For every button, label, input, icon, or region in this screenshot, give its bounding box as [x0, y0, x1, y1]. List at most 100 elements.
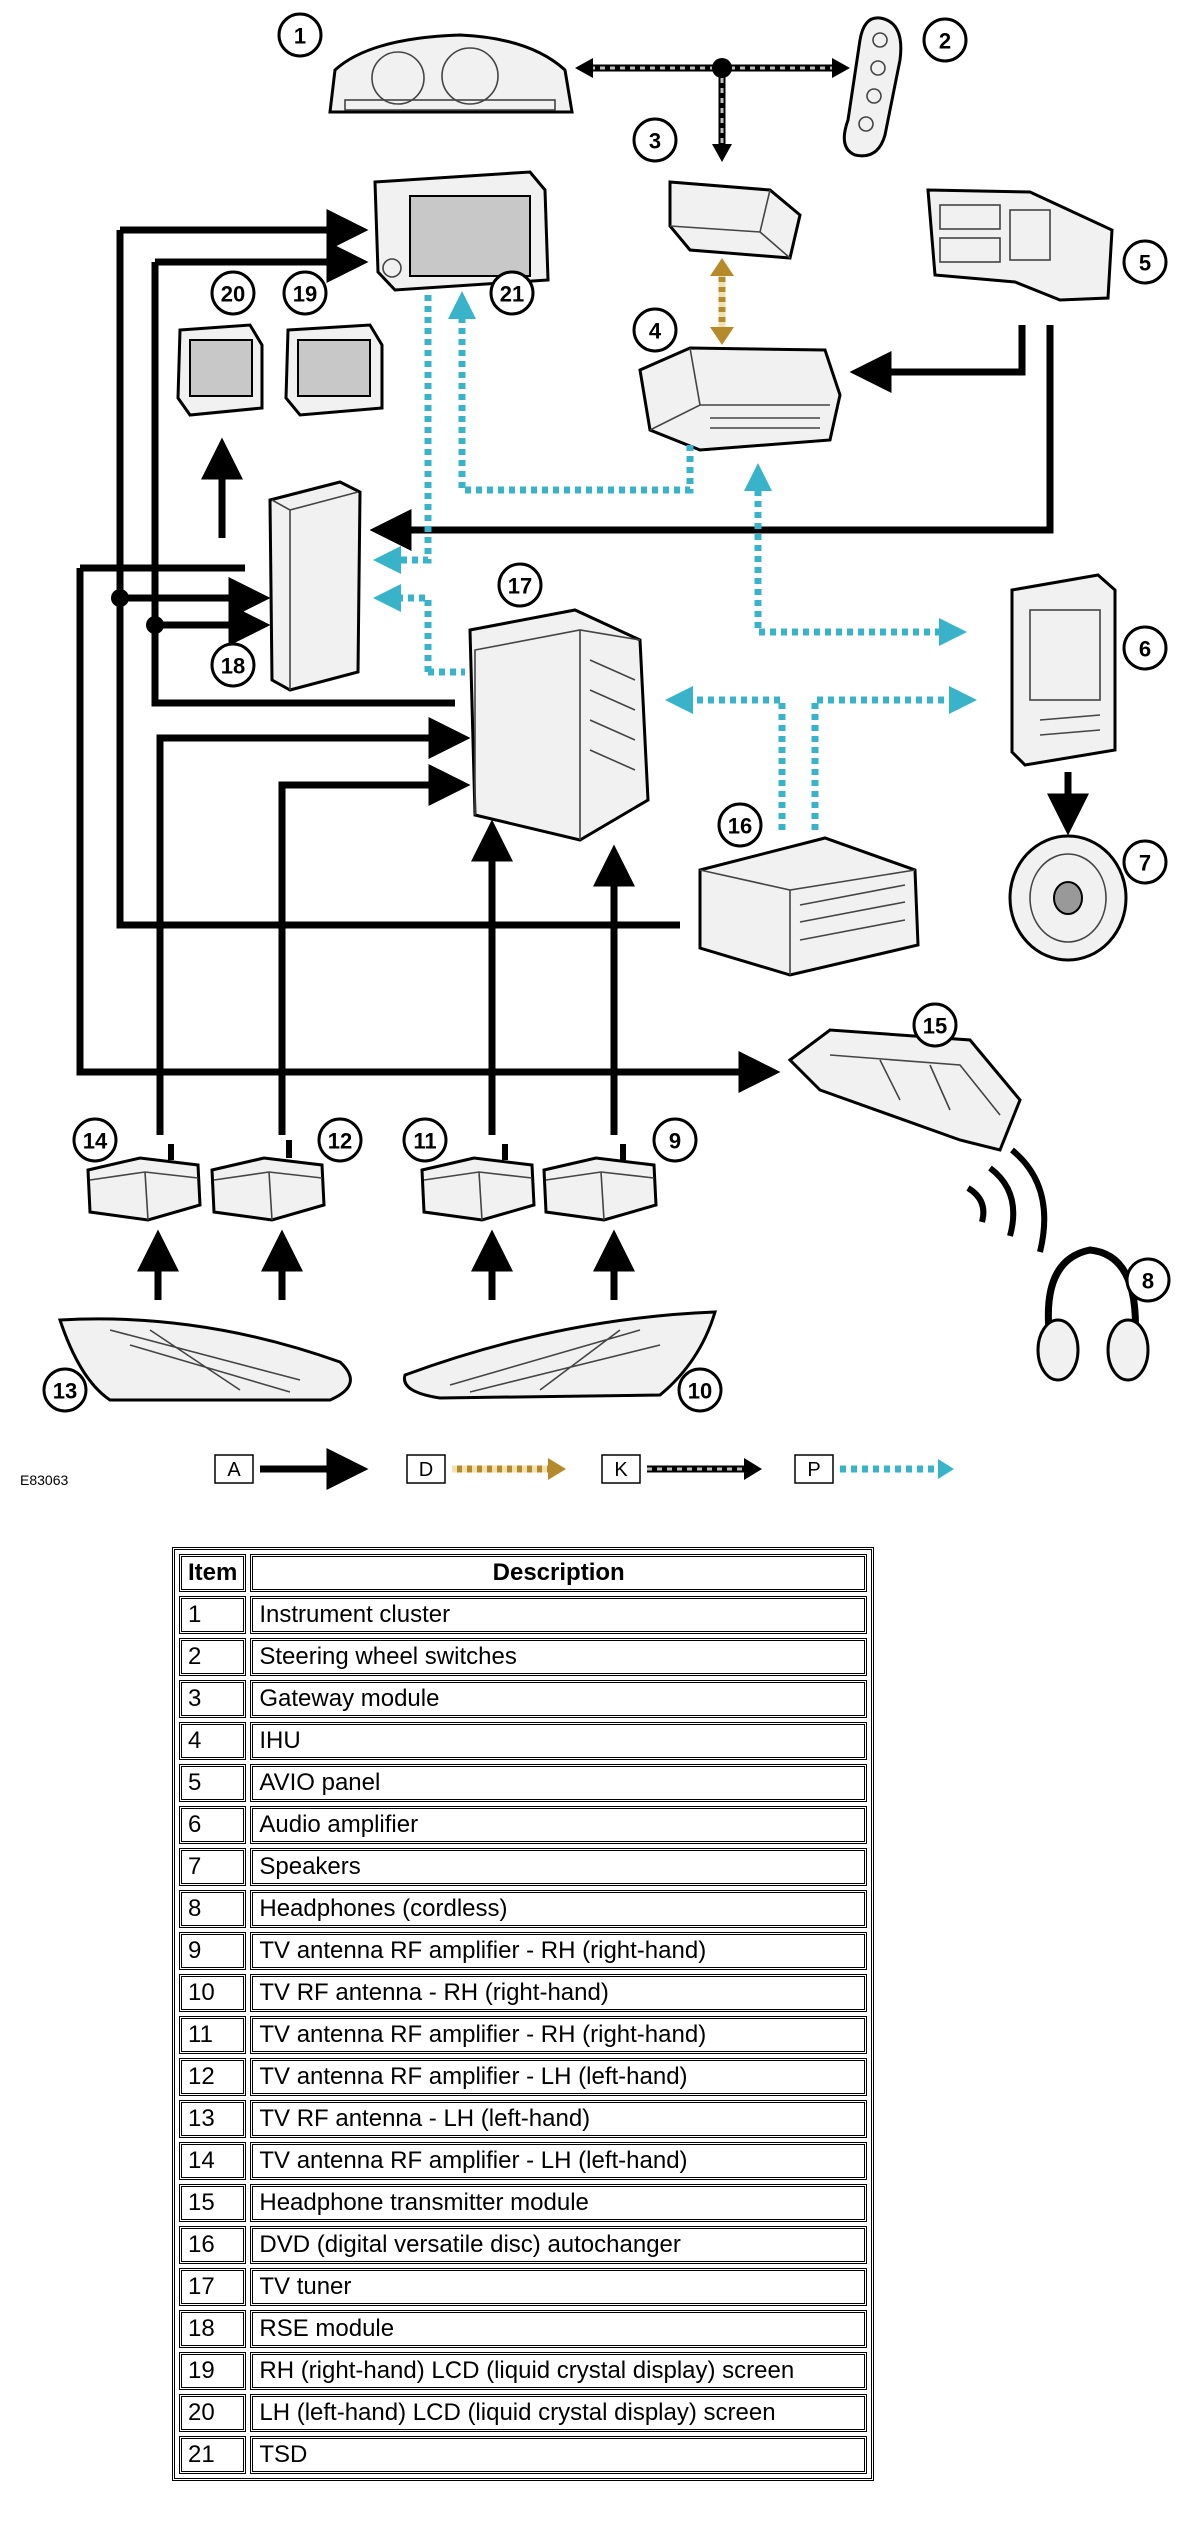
item-number-cell: 21 [179, 2436, 247, 2474]
description-cell: TSD [250, 2436, 867, 2474]
callout-18: 18 [210, 642, 256, 688]
description-cell: Headphone transmitter module [250, 2184, 867, 2222]
description-cell: AVIO panel [250, 1764, 867, 1802]
callout-15: 15 [912, 1002, 958, 1048]
callout-13: 13 [42, 1367, 88, 1413]
svg-text:K: K [614, 1459, 628, 1481]
svg-text:10: 10 [688, 1379, 712, 1404]
description-cell: LH (left-hand) LCD (liquid crystal displ… [250, 2394, 867, 2432]
wireless-waves [966, 1147, 1048, 1253]
rh-lcd-screen-drawing [284, 323, 384, 417]
callout-6: 6 [1122, 625, 1168, 671]
description-cell: TV antenna RF amplifier - LH (left-hand) [250, 2058, 867, 2096]
item-number-cell: 16 [179, 2226, 247, 2264]
item-number-cell: 4 [179, 1722, 247, 1760]
item-number-cell: 13 [179, 2100, 247, 2138]
audio-amplifier-drawing [1010, 573, 1117, 767]
svg-text:14: 14 [83, 1129, 108, 1154]
svg-text:21: 21 [500, 282, 524, 307]
legend-a: A [214, 1448, 369, 1490]
description-cell: RH (right-hand) LCD (liquid crystal disp… [250, 2352, 867, 2390]
item-number-cell: 5 [179, 1764, 247, 1802]
description-cell: TV RF antenna - RH (right-hand) [250, 1974, 867, 2012]
callout-19: 19 [282, 270, 328, 316]
item-number-cell: 9 [179, 1932, 247, 1970]
description-cell: Steering wheel switches [250, 1638, 867, 1676]
svg-text:6: 6 [1139, 637, 1151, 662]
callout-17: 17 [497, 562, 543, 608]
tsd-drawing [373, 170, 550, 292]
legend-p: P [794, 1454, 954, 1484]
speaker-drawing [1008, 834, 1128, 962]
svg-text:D: D [419, 1459, 433, 1481]
svg-text:12: 12 [328, 1129, 352, 1154]
callout-16: 16 [717, 802, 763, 848]
item-number-cell: 14 [179, 2142, 247, 2180]
headphone-transmitter-drawing [787, 1028, 1022, 1152]
item-number-cell: 3 [179, 1680, 247, 1718]
svg-text:20: 20 [221, 282, 245, 307]
description-cell: TV antenna RF amplifier - LH (left-hand) [250, 2142, 867, 2180]
description-cell: Instrument cluster [250, 1596, 867, 1634]
svg-text:18: 18 [221, 654, 245, 679]
legend-k: K [601, 1454, 762, 1484]
description-cell: RSE module [250, 2310, 867, 2348]
svg-text:3: 3 [649, 129, 661, 154]
item-number-cell: 15 [179, 2184, 247, 2222]
callout-10: 10 [677, 1367, 723, 1413]
description-cell: Gateway module [250, 1680, 867, 1718]
item-number-cell: 12 [179, 2058, 247, 2096]
wire-k-cluster-sw [575, 58, 850, 162]
svg-text:9: 9 [669, 1129, 681, 1154]
callout-3: 3 [632, 117, 678, 163]
callout-1: 1 [277, 12, 323, 58]
callout-11: 11 [402, 1117, 448, 1163]
figure-reference-id: E83063 [20, 1472, 69, 1488]
svg-text:15: 15 [923, 1014, 947, 1039]
callout-14: 14 [72, 1117, 118, 1163]
callout-21: 21 [489, 270, 535, 316]
item-number-cell: 18 [179, 2310, 247, 2348]
svg-text:2: 2 [939, 29, 951, 54]
callout-7: 7 [1122, 839, 1168, 885]
item-number-cell: 19 [179, 2352, 247, 2390]
description-column-header: Description [250, 1554, 867, 1592]
rse-module-drawing [268, 480, 362, 692]
rf-amplifier-14-drawing [86, 1144, 202, 1222]
wires-a [76, 209, 1089, 1300]
svg-text:P: P [807, 1459, 820, 1481]
svg-text:7: 7 [1139, 851, 1151, 876]
legend: A D K P [214, 1448, 954, 1490]
legend-d: D [406, 1454, 566, 1484]
svg-text:13: 13 [53, 1379, 77, 1404]
svg-text:1: 1 [294, 24, 306, 49]
callout-9: 9 [652, 1117, 698, 1163]
dvd-autochanger-drawing [698, 836, 920, 977]
wires-p [373, 291, 977, 830]
instrument-cluster-drawing [328, 33, 574, 114]
svg-text:4: 4 [649, 319, 662, 344]
description-cell: TV antenna RF amplifier - RH (right-hand… [250, 1932, 867, 1970]
rf-amplifier-11-drawing [420, 1144, 536, 1222]
description-cell: IHU [250, 1722, 867, 1760]
svg-text:5: 5 [1139, 251, 1151, 276]
description-cell: Audio amplifier [250, 1806, 867, 1844]
description-cell: Speakers [250, 1848, 867, 1886]
description-cell: TV antenna RF amplifier - RH (right-hand… [250, 2016, 867, 2054]
svg-text:17: 17 [508, 574, 532, 599]
